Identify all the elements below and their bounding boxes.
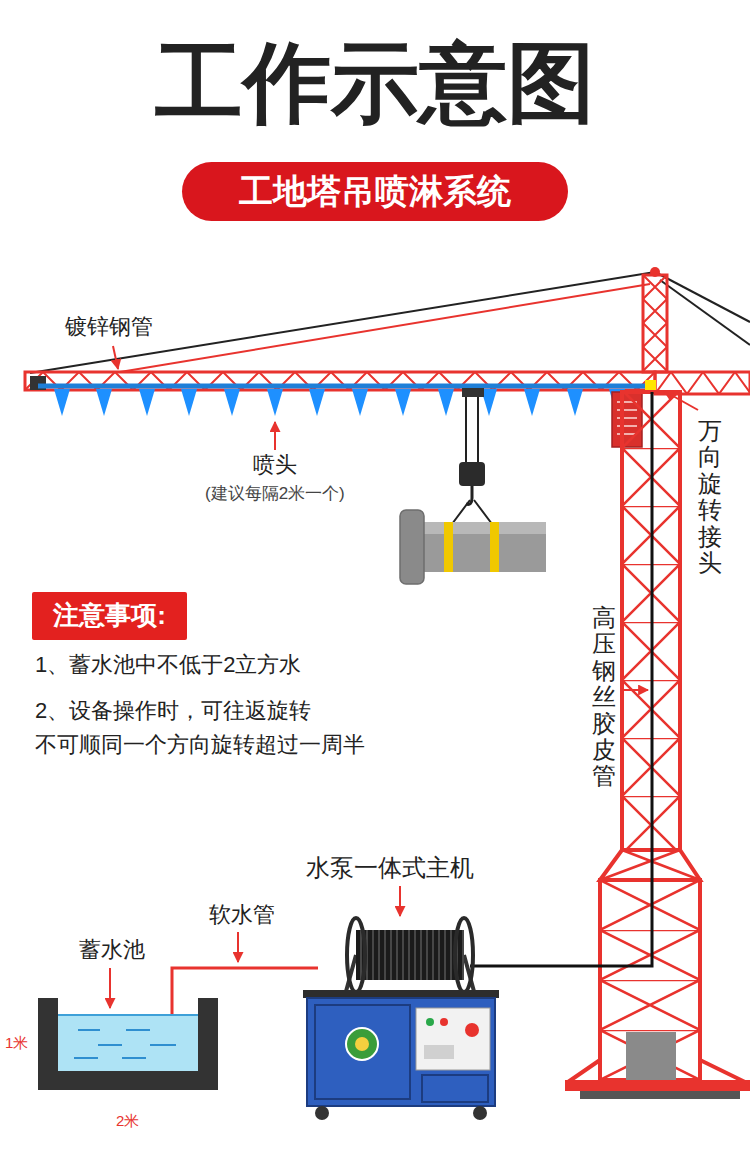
reel-flange: [455, 918, 473, 992]
nozzle: [438, 389, 454, 416]
leader-arrow: [109, 968, 111, 1008]
leader-arrow: [113, 346, 118, 369]
part-label: 蓄水池: [79, 937, 145, 963]
water: [58, 1015, 198, 1071]
water-surface: [58, 1014, 198, 1016]
badge-center: [355, 1037, 369, 1051]
steel-wire-hose: [470, 392, 652, 966]
base-platform: [565, 1080, 750, 1091]
tie-line: [30, 272, 655, 373]
nozzle-row: [54, 389, 625, 416]
indicator: [440, 1018, 448, 1026]
subtitle-pill: 工地塔吊喷淋系统: [182, 162, 568, 221]
wheel: [473, 1106, 487, 1120]
tank-floor: [38, 1071, 218, 1090]
trolley: [462, 388, 484, 397]
nozzle: [267, 389, 283, 416]
mast-flare: [600, 850, 700, 880]
leader-arrow: [664, 391, 698, 410]
pump-cabinet: [307, 998, 495, 1106]
lower-door: [422, 1075, 488, 1102]
note-label: (建议每隔2米一个): [205, 484, 345, 504]
concrete-pipe: [420, 522, 546, 572]
base-ballast: [626, 1032, 676, 1080]
reel-flange: [347, 918, 365, 992]
leader-arrow: [237, 932, 239, 962]
pendant-line: [120, 284, 650, 372]
node-text: 工地塔吊喷淋系统: [238, 171, 512, 212]
mast-base: [600, 880, 700, 1080]
leader-arrow: [621, 689, 648, 691]
sling-strap: [444, 522, 453, 572]
leader-arrow: [399, 886, 401, 916]
swivel-joint: [645, 380, 656, 391]
leader-arrow: [274, 422, 276, 450]
part-label: 万向旋转接头: [698, 418, 722, 576]
nozzle: [54, 389, 70, 416]
node-text: 注意事项:: [52, 600, 167, 631]
hook-block: [459, 462, 485, 486]
hoist-rope: [466, 397, 478, 466]
pipe-highlight: [420, 522, 546, 534]
nozzle: [139, 389, 155, 416]
indicator: [426, 1018, 434, 1026]
nozzle: [224, 389, 240, 416]
part-label: 软水管: [209, 902, 275, 928]
base-legs: [568, 1060, 745, 1082]
nozzle: [309, 389, 325, 416]
tie-line: [655, 272, 750, 322]
badge: [346, 1028, 378, 1060]
jib: [25, 372, 655, 390]
sling-strap: [490, 522, 499, 572]
galvanized-pipe: [38, 384, 650, 389]
tower-head: [643, 275, 667, 372]
pipe-flange: [400, 510, 424, 584]
wheel: [315, 1106, 329, 1120]
water-ripples: [74, 1030, 176, 1058]
page-title: 工作示意图: [0, 30, 750, 136]
part-label: 水泵一体式主机: [306, 854, 474, 883]
dimension-label: 1米: [5, 1034, 28, 1052]
nozzle: [524, 389, 540, 416]
notice-item: 1、蓄水池中不低于2立方水: [35, 652, 301, 678]
stop-button: [465, 1023, 479, 1037]
dimension-label: 2米: [116, 1112, 139, 1130]
control-panel: [416, 1008, 490, 1070]
pump-top: [303, 990, 499, 998]
tower-apex: [650, 267, 660, 277]
switch: [424, 1045, 454, 1059]
notice-heading: 注意事项:: [32, 592, 187, 640]
part-label: 高压钢丝胶皮管: [592, 605, 616, 790]
nozzle: [181, 389, 197, 416]
nozzle: [352, 389, 368, 416]
part-label: 镀锌钢管: [65, 314, 153, 340]
tie-line: [660, 280, 750, 345]
nozzle: [395, 389, 411, 416]
nozzle: [567, 389, 583, 416]
part-label: 喷头: [253, 452, 297, 478]
cabinet-door: [315, 1005, 410, 1099]
hose-reel-drum: [356, 930, 464, 980]
mast-flare-bracing: [600, 850, 700, 880]
base-foot: [580, 1091, 740, 1099]
nozzle: [96, 389, 112, 416]
notice-item: 2、设备操作时，可往返旋转 不可顺同一个方向旋转超过一周半: [35, 694, 455, 762]
